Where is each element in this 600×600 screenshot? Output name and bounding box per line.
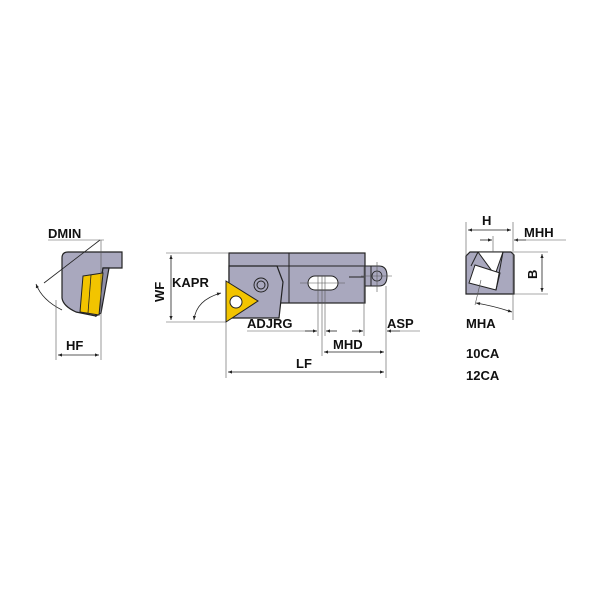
hf-label: HF	[66, 338, 83, 353]
lf-label: LF	[296, 356, 312, 371]
variant-10ca: 10CA	[466, 346, 500, 361]
side-insert	[79, 272, 104, 316]
end-view: H MHH B MHA 10CA 12CA	[465, 213, 566, 383]
clamp-screw-icon	[253, 277, 269, 293]
side-view: DMIN HF	[35, 226, 123, 360]
adjrg-label: ADJRG	[247, 316, 293, 331]
dmin-label: DMIN	[48, 226, 81, 241]
mha-label: MHA	[466, 316, 496, 331]
h-label: H	[482, 213, 491, 228]
wf-label: WF	[152, 282, 167, 302]
b-label: B	[525, 270, 540, 279]
kapr-label: KAPR	[172, 275, 209, 290]
mhh-label: MHH	[524, 225, 554, 240]
variant-12ca: 12CA	[466, 368, 500, 383]
asp-label: ASP	[387, 316, 414, 331]
mhd-label: MHD	[333, 337, 363, 352]
top-view: WF KAPR ADJRG ASP MHD LF	[152, 252, 420, 378]
